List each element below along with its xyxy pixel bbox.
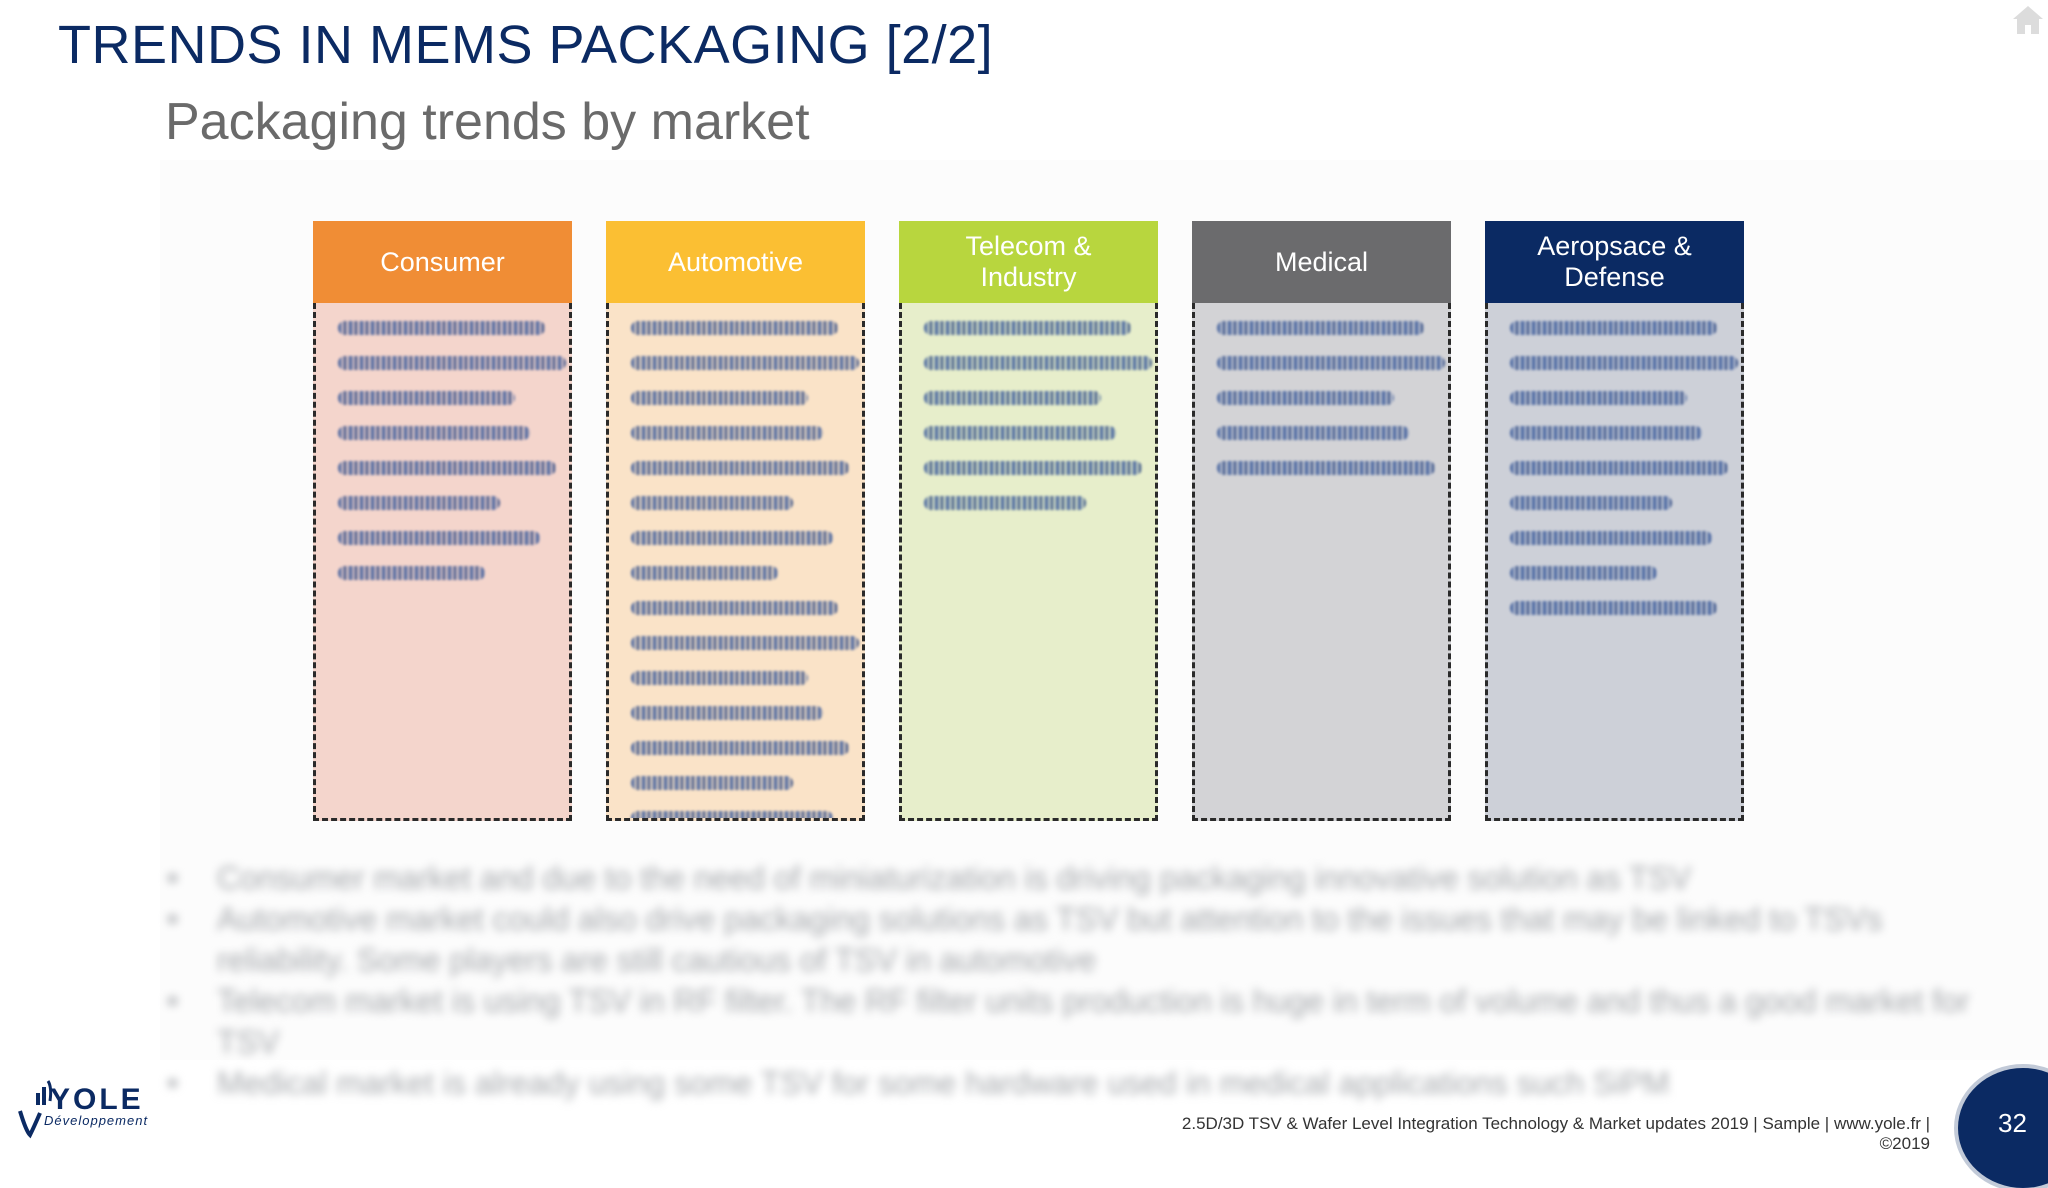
market-header: Automotive bbox=[606, 221, 865, 303]
market-column-automotive: Automotive bbox=[606, 221, 865, 821]
home-icon[interactable] bbox=[2010, 2, 2046, 38]
blurred-text-line bbox=[924, 321, 1132, 335]
blurred-text-line bbox=[924, 426, 1117, 440]
yole-mark-icon bbox=[18, 1080, 53, 1139]
footer-text: 2.5D/3D TSV & Wafer Level Integration Te… bbox=[1181, 1114, 1930, 1153]
blurred-text-line bbox=[1510, 566, 1657, 580]
market-column-aerospace-defense: Aeropsace & Defense bbox=[1485, 221, 1744, 821]
market-header: Medical bbox=[1192, 221, 1451, 303]
slide-subtitle: Packaging trends by market bbox=[165, 93, 810, 151]
blurred-text-line bbox=[631, 776, 793, 790]
bullet-text: Medical market is already using some TSV… bbox=[217, 1065, 1670, 1101]
blurred-text-line bbox=[1510, 496, 1672, 510]
market-header: Aeropsace & Defense bbox=[1485, 221, 1744, 303]
blurred-text-line bbox=[1217, 391, 1395, 405]
bullet-dot-icon: • bbox=[167, 860, 179, 896]
blurred-text-line bbox=[338, 496, 500, 510]
bullet-item: • Consumer market and due to the need of … bbox=[165, 858, 2015, 899]
blurred-text-line bbox=[631, 566, 778, 580]
market-body bbox=[313, 303, 572, 821]
blurred-text-line bbox=[338, 356, 566, 370]
blurred-text-line bbox=[338, 391, 516, 405]
blurred-text-line bbox=[631, 496, 793, 510]
blurred-text-line bbox=[1217, 321, 1425, 335]
market-column-telecom-industry: Telecom & Industry bbox=[899, 221, 1158, 821]
bullet-dot-icon: • bbox=[167, 1065, 179, 1101]
blurred-text-line bbox=[924, 391, 1102, 405]
blurred-text-line bbox=[631, 356, 859, 370]
blurred-text-line bbox=[338, 321, 546, 335]
bullet-text: Consumer market and due to the need of m… bbox=[217, 860, 1692, 896]
blurred-text-line bbox=[631, 706, 824, 720]
blurred-text-line bbox=[1510, 391, 1688, 405]
blurred-text-line bbox=[631, 741, 849, 755]
logo-subtitle: Développement bbox=[44, 1113, 149, 1128]
market-body bbox=[899, 303, 1158, 821]
blurred-text-line bbox=[1510, 601, 1718, 615]
bullet-item: • Medical market is already using some TS… bbox=[165, 1063, 2015, 1104]
bullet-dot-icon: • bbox=[167, 983, 179, 1019]
yole-logo: YOLE Développement bbox=[14, 1075, 164, 1145]
blurred-text-line bbox=[631, 391, 809, 405]
market-header: Telecom & Industry bbox=[899, 221, 1158, 303]
blurred-text-line bbox=[1510, 426, 1703, 440]
market-column-consumer: Consumer bbox=[313, 221, 572, 821]
blurred-text-line bbox=[631, 636, 859, 650]
market-body bbox=[1485, 303, 1744, 821]
market-body bbox=[1192, 303, 1451, 821]
bullet-item: • Telecom market is using TSV in RF filte… bbox=[165, 981, 2015, 1063]
bullet-text: Telecom market is using TSV in RF filter… bbox=[217, 983, 1970, 1060]
blurred-text-line bbox=[338, 461, 556, 475]
slide-title: TRENDS IN MEMS PACKAGING [2/2] bbox=[58, 15, 994, 75]
blurred-text-line bbox=[338, 566, 485, 580]
market-column-medical: Medical bbox=[1192, 221, 1451, 821]
blurred-text-line bbox=[924, 461, 1142, 475]
bullet-text: Automotive market could also drive packa… bbox=[217, 901, 1883, 978]
blurred-text-line bbox=[631, 671, 809, 685]
blurred-text-line bbox=[1510, 356, 1738, 370]
blurred-text-line bbox=[631, 461, 849, 475]
blurred-text-line bbox=[924, 356, 1152, 370]
bullet-dot-icon: • bbox=[167, 901, 179, 937]
page-number: 32 bbox=[1998, 1108, 2027, 1138]
blurred-text-line bbox=[1217, 426, 1410, 440]
blurred-text-line bbox=[631, 531, 834, 545]
blurred-text-line bbox=[338, 426, 531, 440]
blurred-text-line bbox=[338, 531, 541, 545]
blurred-text-line bbox=[924, 496, 1086, 510]
blurred-text-line bbox=[1510, 321, 1718, 335]
blurred-text-line bbox=[1217, 461, 1435, 475]
market-header: Consumer bbox=[313, 221, 572, 303]
bullet-item: • Automotive market could also drive pack… bbox=[165, 899, 2015, 981]
blurred-text-line bbox=[631, 426, 824, 440]
logo-wordmark: YOLE bbox=[50, 1083, 144, 1116]
bullet-list: • Consumer market and due to the need of … bbox=[165, 858, 2015, 1104]
market-body bbox=[606, 303, 865, 821]
blurred-text-line bbox=[1217, 356, 1445, 370]
blurred-text-line bbox=[631, 811, 834, 818]
blurred-text-line bbox=[1510, 461, 1728, 475]
blurred-text-line bbox=[631, 321, 839, 335]
blurred-text-line bbox=[1510, 531, 1713, 545]
blurred-text-line bbox=[631, 601, 839, 615]
